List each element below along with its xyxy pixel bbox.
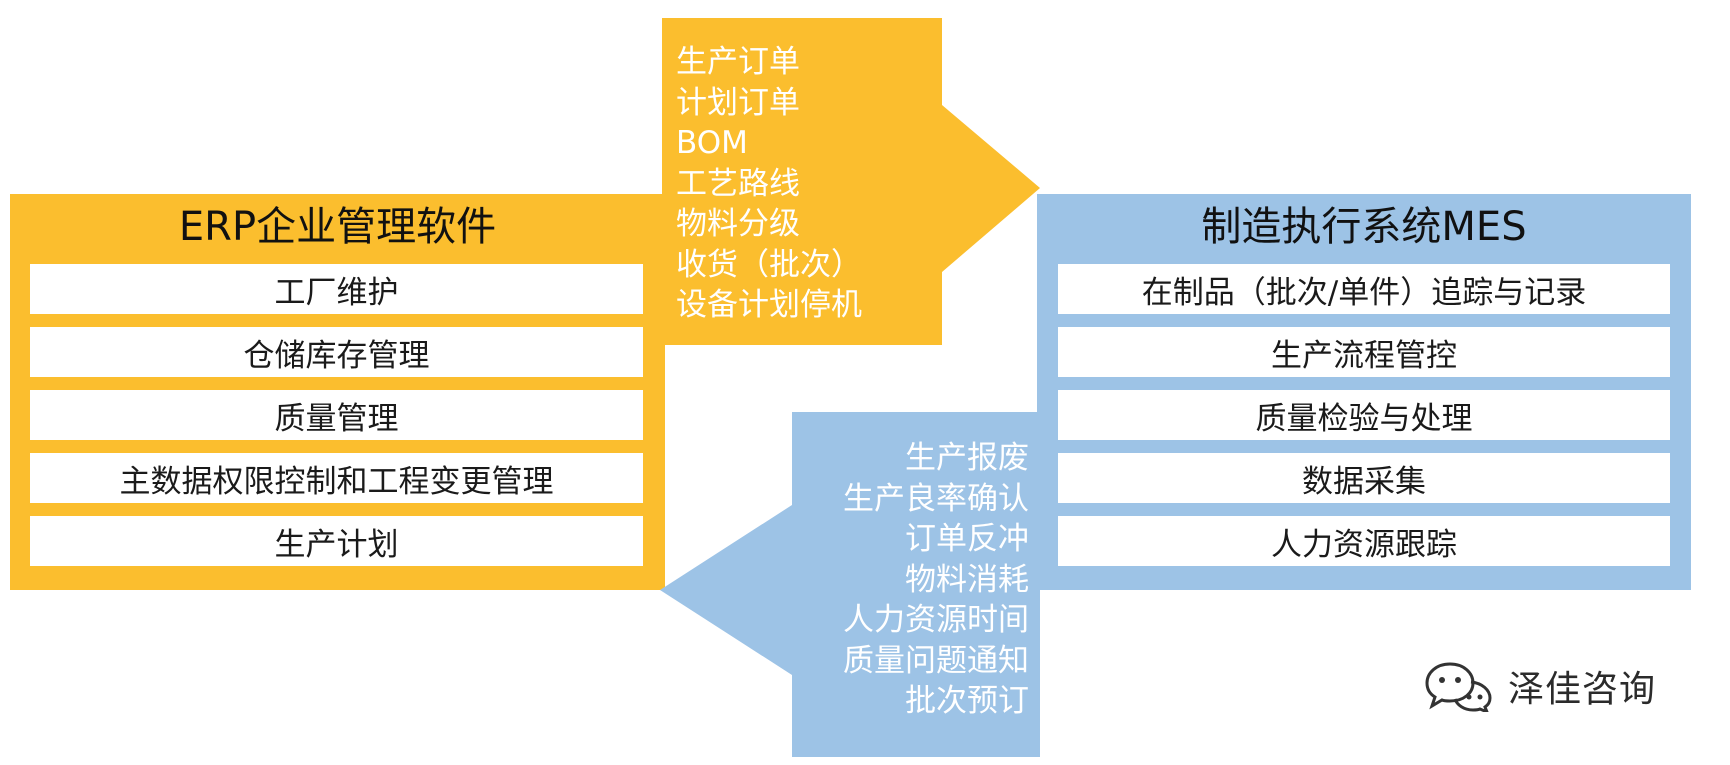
- flow-item-labor-time: 人力资源时间: [843, 602, 1029, 638]
- mes-item-data-collection: 数据采集: [1058, 453, 1670, 503]
- chat-bubbles-icon: [1425, 662, 1492, 712]
- mes-item-wip-tracking: 在制品（批次/单件）追踪与记录: [1058, 264, 1670, 314]
- erp-title: ERP企业管理软件: [178, 204, 497, 250]
- flow-erp-to-mes-list: 生产订单 计划订单 BOM 工艺路线 物料分级 收货（批次） 设备计划停机: [676, 42, 862, 326]
- arrow-erp-to-mes: [662, 18, 1040, 345]
- erp-item-quality-management: 质量管理: [30, 390, 643, 440]
- flow-item-routing: 工艺路线: [676, 165, 800, 202]
- mes-item-hr-tracking: 人力资源跟踪: [1058, 516, 1670, 566]
- erp-item-factory-maintenance: 工厂维护: [30, 264, 643, 314]
- erp-item-production-planning: 生产计划: [30, 516, 643, 566]
- flow-item-yield-confirmation: 生产良率确认: [843, 480, 1029, 517]
- mes-item-quality-inspection: 质量检验与处理: [1058, 390, 1670, 440]
- flow-item-batch-reservation: 批次预订: [905, 683, 1029, 719]
- flow-item-goods-receipt: 收货（批次）: [676, 246, 862, 283]
- flow-item-material-classification: 物料分级: [676, 206, 800, 242]
- arrow-mes-to-erp: [660, 412, 1040, 757]
- flow-item-quality-notification: 质量问题通知: [843, 642, 1029, 679]
- mes-item-process-control: 生产流程管控: [1058, 327, 1670, 377]
- erp-item-master-data-control: 主数据权限控制和工程变更管理: [30, 453, 643, 503]
- flow-item-production-scrap: 生产报废: [905, 440, 1029, 476]
- flow-item-order-backflush: 订单反冲: [905, 521, 1029, 557]
- watermark-text: 泽佳咨询: [1508, 669, 1657, 710]
- flow-item-material-consumption: 物料消耗: [905, 561, 1029, 598]
- mes-title: 制造执行系统MES: [1201, 204, 1527, 250]
- flow-item-planned-order: 计划订单: [676, 84, 800, 121]
- flow-mes-to-erp-list: 生产报废 生产良率确认 订单反冲 物料消耗 人力资源时间 质量问题通知 批次预订: [843, 438, 1029, 722]
- watermark: 泽佳咨询: [1424, 660, 1656, 712]
- flow-item-equipment-downtime: 设备计划停机: [676, 287, 862, 323]
- flow-item-bom: BOM: [676, 125, 748, 161]
- erp-item-warehouse-inventory: 仓储库存管理: [30, 327, 643, 377]
- flow-item-production-order: 生产订单: [676, 44, 800, 80]
